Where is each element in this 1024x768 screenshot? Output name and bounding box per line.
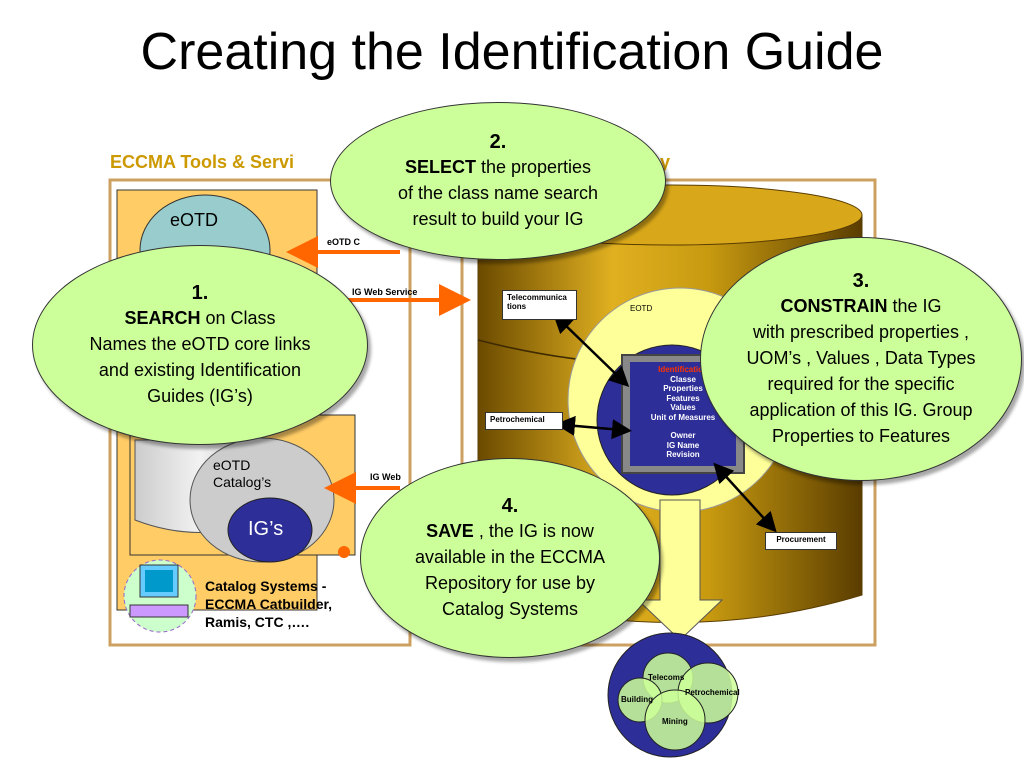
step-3-bubble: 3. CONSTRAIN the IG with prescribed prop… <box>700 237 1022 481</box>
telecom-box: Telecommunica tions <box>502 290 577 320</box>
step-1-keyword: SEARCH <box>124 307 201 328</box>
step-1-number: 1. <box>191 281 209 304</box>
ig-header: Identification <box>658 365 708 374</box>
step-2-number: 2. <box>489 130 507 153</box>
igs-circle <box>227 497 313 563</box>
petrochemical-box: Petrochemical <box>485 412 563 430</box>
step-3-line: with prescribed properties , <box>752 321 970 342</box>
step-1-line: Guides (IG’s) <box>147 385 253 406</box>
ig-line: Owner <box>670 431 696 440</box>
step-4-line: available in the ECCMA <box>414 546 606 567</box>
catalog-systems-line: ECCMA Catbuilder, <box>205 596 333 612</box>
computer-icon <box>123 559 197 633</box>
venn-building: Building <box>621 695 653 704</box>
step-4-number: 4. <box>501 494 519 517</box>
venn-mining: Mining <box>662 717 688 726</box>
eotd-top-label: eOTD <box>170 210 219 230</box>
arrow-label-eotd: eOTD C <box>327 237 361 247</box>
step-3-line: application of this IG. Group <box>749 399 973 420</box>
ig-line: Classe <box>670 374 696 384</box>
step-3-line: Properties to Features <box>771 425 951 446</box>
venn-telecoms: Telecoms <box>648 673 685 682</box>
down-arrow <box>636 499 724 641</box>
step-2-keyword: SELECT <box>404 156 476 177</box>
step-3-number: 3. <box>852 269 870 292</box>
catalog-systems-line: Catalog Systems - <box>205 578 327 594</box>
eotd-ring-label: EOTD <box>630 304 653 313</box>
step-2-bubble: 2. SELECT the properties of the class na… <box>330 102 666 260</box>
step-4-keyword: SAVE <box>426 520 474 541</box>
catalog-line-2: Catalog’s <box>213 474 272 490</box>
venn-petrochemical: Petrochemical <box>685 688 740 697</box>
right-section-title: y <box>660 152 671 172</box>
slide-title: Creating the Identification Guide <box>140 23 884 81</box>
step-3-keyword: CONSTRAIN <box>780 295 888 316</box>
igs-label: IG’s <box>248 518 284 540</box>
step-1-line: Names the eOTD core links <box>89 333 311 354</box>
step-1-bubble: 1. SEARCH on Class Names the eOTD core l… <box>32 245 368 445</box>
step-4-bubble: 4. SAVE , the IG is now available in the… <box>360 458 660 658</box>
step-3-text: the IG <box>887 295 942 316</box>
catalog-systems-text: Catalog Systems - ECCMA Catbuilder, Rami… <box>205 577 332 631</box>
ig-line: Properties <box>663 384 703 393</box>
left-section-title: ECCMA Tools & Servi <box>110 152 295 172</box>
step-1-line: and existing Identification <box>98 359 302 380</box>
step-2-line: of the class name search <box>397 182 599 203</box>
step-2-line: result to build your IG <box>412 208 584 229</box>
ig-line: IG Name <box>666 440 700 450</box>
step-1-text: on Class <box>200 307 276 328</box>
step-4-line: Catalog Systems <box>441 598 579 619</box>
ig-card-text: Identification Classe Properties Feature… <box>630 365 736 460</box>
ig-line: Unit of Measures <box>650 412 716 422</box>
catalog-systems-line: Ramis, CTC ,…. <box>205 614 310 630</box>
ig-line: Features <box>666 393 700 403</box>
procurement-box: Procurement <box>765 532 837 550</box>
step-3-line: UOM’s , Values , Data Types <box>746 347 976 368</box>
step-3-line: required for the specific <box>767 373 955 394</box>
catalog-line-1: eOTD <box>213 457 251 473</box>
step-4-line: Repository for use by <box>424 572 596 593</box>
ig-line: Revision <box>666 450 700 459</box>
ig-line: Values <box>670 403 696 412</box>
catalog-label: eOTD Catalog’s <box>213 457 271 491</box>
step-2-text: the properties <box>475 156 592 177</box>
arrow-label-ig-web: IG Web <box>370 472 401 482</box>
step-4-text: , the IG is now <box>473 520 594 541</box>
arrow-label-ig-web-service: IG Web Service <box>352 287 418 297</box>
